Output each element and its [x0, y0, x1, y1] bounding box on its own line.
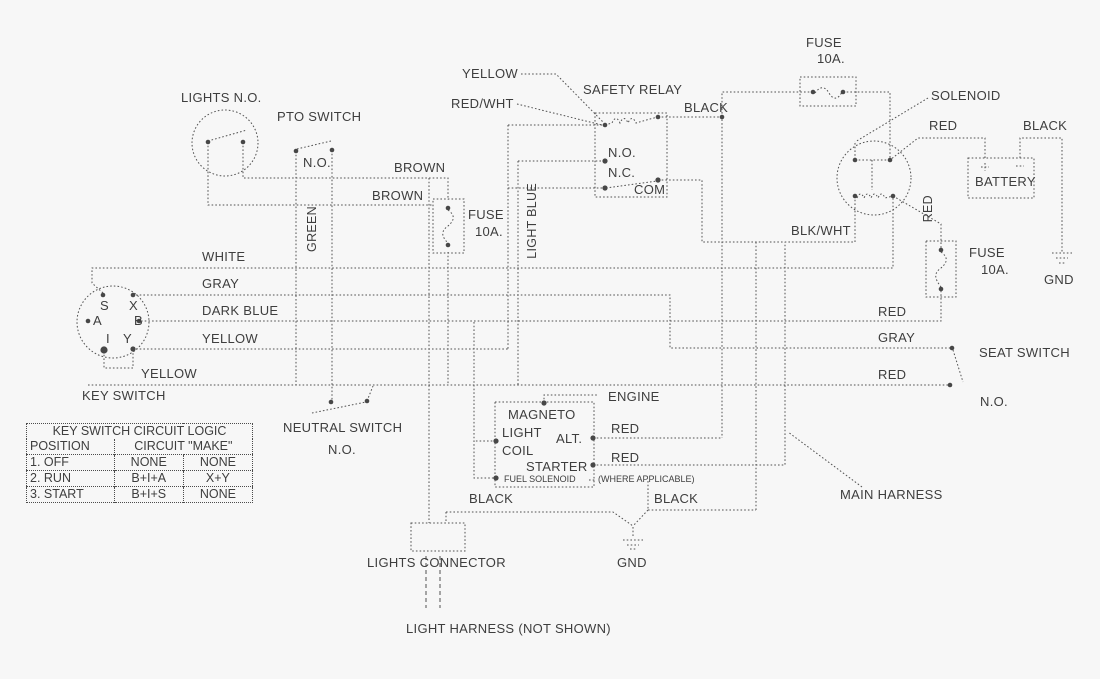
- key-terminal-s: S: [100, 298, 109, 313]
- lights-switch-label: LIGHTS N.O.: [181, 90, 262, 105]
- table-col-circuit: CIRCUIT "MAKE": [134, 439, 233, 453]
- solenoid-label: SOLENOID: [931, 88, 1001, 103]
- key-terminal-y: Y: [123, 331, 132, 346]
- fuse-right-label: FUSE: [969, 245, 1005, 260]
- table-cell: X+Y: [182, 470, 253, 487]
- table-cell: NONE: [113, 454, 184, 471]
- solenoid-circle: [836, 140, 912, 216]
- seat-switch-label: SEAT SWITCH: [979, 345, 1070, 360]
- where-applicable-label: (WHERE APPLICABLE): [598, 474, 695, 484]
- key-switch-logic-table: KEY SWITCH CIRCUIT LOGIC POSITION CIRCUI…: [26, 423, 253, 503]
- wire-label-black-relay: BLACK: [684, 100, 729, 115]
- table-cell: NONE: [182, 454, 253, 471]
- wire-runs: [88, 91, 1063, 538]
- wire-label-red-alt: RED: [611, 421, 640, 436]
- wire-label-red-vertical: RED: [921, 195, 935, 223]
- wire-label-red-seat: RED: [878, 367, 907, 382]
- fuel-solenoid-label: FUEL SOLENOID: [504, 474, 576, 484]
- fuse-right-box: [925, 240, 957, 298]
- gnd-right-label: GND: [1044, 272, 1074, 287]
- wire-label-red-wht: RED/WHT: [451, 96, 514, 111]
- battery-terminal-marks: [981, 163, 1024, 171]
- fuse-mid-rating: 10A.: [475, 224, 503, 239]
- wire-label-black-battery: BLACK: [1023, 118, 1068, 133]
- alt-label: ALT.: [556, 431, 583, 446]
- table-cell: NONE: [182, 486, 253, 503]
- main-harness-label: MAIN HARNESS: [840, 487, 943, 502]
- wire-label-yellow-relay: YELLOW: [462, 66, 518, 81]
- pto-no-label: N.O.: [303, 155, 331, 170]
- neutral-switch-no: N.O.: [328, 442, 356, 457]
- light-harness-label: LIGHT HARNESS (NOT SHOWN): [406, 621, 611, 636]
- terminal-dots: [85, 89, 955, 481]
- wire-label-black-left: BLACK: [469, 491, 514, 506]
- table-cell: 1. OFF: [26, 454, 115, 471]
- key-terminal-a: A: [93, 313, 102, 328]
- leader-lines: [516, 73, 929, 488]
- pto-switch-label: PTO SWITCH: [277, 109, 362, 124]
- key-switch-label: KEY SWITCH: [82, 388, 166, 403]
- neutral-switch-label: NEUTRAL SWITCH: [283, 420, 403, 435]
- wire-label-red-battery: RED: [929, 118, 958, 133]
- table-col-position: POSITION: [26, 439, 115, 455]
- relay-no-label: N.O.: [608, 145, 636, 160]
- wire-label-green: GREEN: [305, 206, 319, 252]
- fuse-mid-label: FUSE: [468, 207, 504, 222]
- table-title: KEY SWITCH CIRCUIT LOGIC: [52, 424, 227, 438]
- fuse-mid-box: [432, 198, 465, 254]
- wire-label-gray-seat: GRAY: [878, 330, 916, 345]
- gnd-bottom-label: GND: [617, 555, 647, 570]
- starter-label: STARTER: [526, 459, 588, 474]
- wire-label-blk-wht: BLK/WHT: [791, 223, 851, 238]
- safety-relay-label: SAFETY RELAY: [583, 82, 683, 97]
- seat-switch-no: N.O.: [980, 394, 1008, 409]
- switch-blades: [207, 129, 964, 414]
- wire-label-black-right: BLACK: [654, 491, 699, 506]
- table-cell: 2. RUN: [26, 470, 115, 487]
- key-terminal-x: X: [129, 298, 138, 313]
- table-cell: B+I+A: [113, 470, 184, 487]
- fuse-right-rating: 10A.: [981, 262, 1009, 277]
- wire-label-yellow-loop: YELLOW: [141, 366, 197, 381]
- lights-connector-label: LIGHTS CONNECTOR: [367, 555, 506, 570]
- fuse-top-label: FUSE: [806, 35, 842, 50]
- wire-label-white: WHITE: [202, 249, 246, 264]
- table-cell: B+I+S: [113, 486, 184, 503]
- engine-label: ENGINE: [608, 389, 660, 404]
- lights-connector-box: [410, 522, 466, 552]
- key-terminal-i: I: [106, 331, 110, 346]
- wire-label-gray: GRAY: [202, 276, 240, 291]
- ground-icon: [1052, 252, 1072, 264]
- key-switch-circle: [76, 285, 150, 359]
- battery-box: [967, 157, 1035, 199]
- ground-icon: [623, 539, 643, 550]
- wire-label-dark-blue: DARK BLUE: [202, 303, 279, 318]
- light-coil-label-1: LIGHT: [502, 425, 542, 440]
- light-coil-label-2: COIL: [502, 443, 534, 458]
- coil-symbols: [442, 87, 947, 288]
- table-cell: 3. START: [26, 486, 115, 503]
- key-terminal-b: B: [134, 313, 143, 328]
- relay-com-label: COM: [634, 182, 666, 197]
- fuse-top-box: [799, 76, 857, 107]
- wire-label-brown-lower: BROWN: [372, 188, 424, 203]
- fuse-top-rating: 10A.: [817, 51, 845, 66]
- wire-label-yellow-key: YELLOW: [202, 331, 258, 346]
- lights-switch-circle: [191, 109, 259, 177]
- relay-nc-label: N.C.: [608, 165, 636, 180]
- light-harness-stubs: [425, 556, 441, 608]
- wire-label-red-fuse: RED: [878, 304, 907, 319]
- wire-label-red-starter: RED: [611, 450, 640, 465]
- wire-label-brown-upper: BROWN: [394, 160, 446, 175]
- wire-label-light-blue: LIGHT BLUE: [525, 183, 539, 259]
- magneto-label: MAGNETO: [508, 407, 576, 422]
- battery-label: BATTERY: [975, 174, 1036, 189]
